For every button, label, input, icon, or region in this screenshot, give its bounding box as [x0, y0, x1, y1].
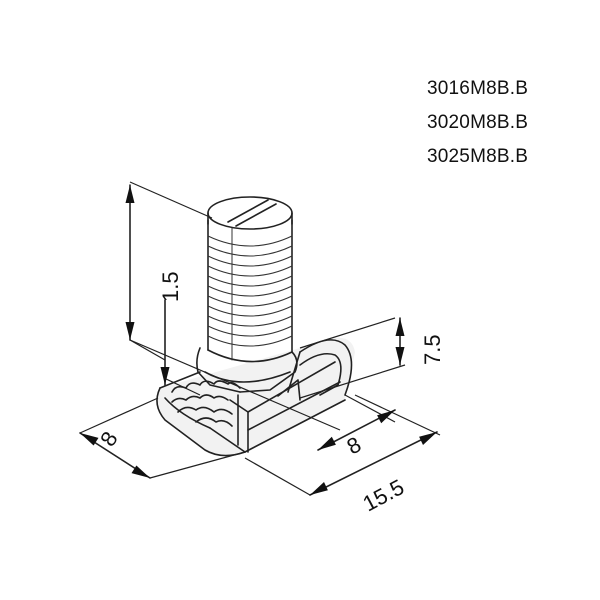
bolt-tip-slot — [207, 196, 293, 230]
part-number: 3020M8B.B — [427, 112, 529, 133]
dimension-label: 8 — [343, 432, 366, 460]
dimension-head-width: 8 — [79, 427, 151, 479]
dimension-label: 7.5 — [420, 334, 445, 365]
dimension-head-thickness: 1.5 — [125, 184, 183, 386]
dimension-label: 8 — [95, 427, 123, 451]
part-number-list: 3016M8B.B 3020M8B.B 3025M8B.B — [427, 76, 528, 178]
dimension-neck-width: 8 — [317, 409, 396, 460]
dimension-label: 15.5 — [359, 474, 409, 516]
part-number: 3016M8B.B — [427, 78, 529, 99]
part-number: 3025M8B.B — [427, 146, 529, 167]
dimension-slot-depth: 7.5 — [395, 317, 445, 366]
t-nut-head — [156, 337, 355, 457]
threaded-shaft — [207, 219, 293, 363]
dimension-label: 1.5 — [158, 271, 183, 302]
